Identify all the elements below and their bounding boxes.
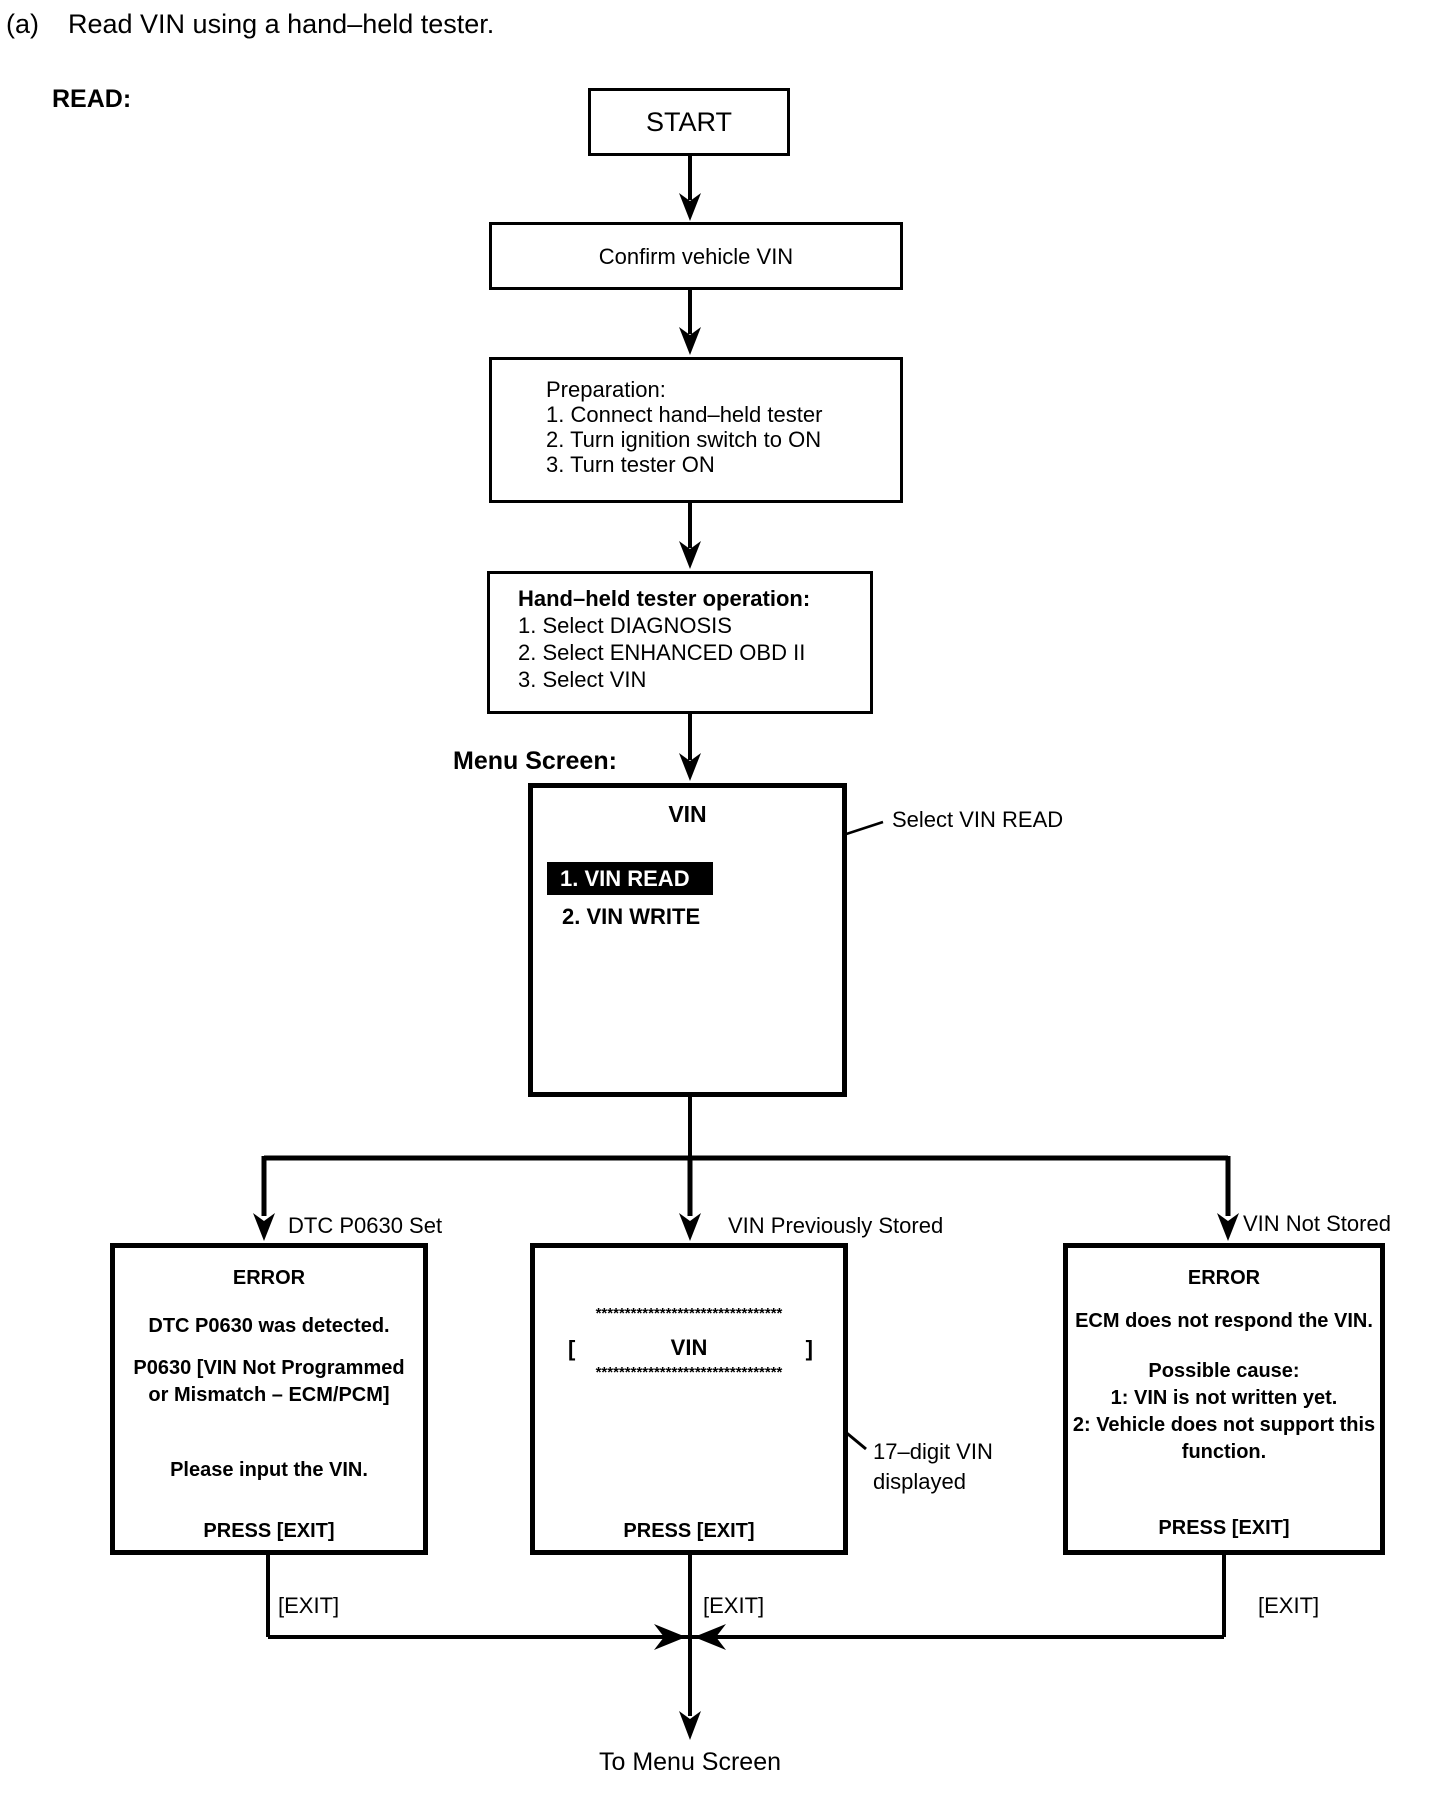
confirm-vin-label: Confirm vehicle VIN [598,243,794,269]
vin-not-stored-line-1: ECM does not respond the VIN. [1075,1310,1373,1332]
branch-right-head [1217,1213,1239,1241]
vin-stored-stars-bottom: ******************************** [595,1364,783,1381]
menu-screen-title: VIN [668,801,707,827]
tester-operation-step-2: 2. Select ENHANCED OBD II [518,640,806,665]
tester-operation-node: Hand–held tester operation: 1. Select DI… [487,571,873,714]
menu-screen-label: Menu Screen: [453,747,617,775]
tester-operation-heading: Hand–held tester operation: [518,586,811,611]
vin-not-stored-cause-2b: function. [1181,1441,1267,1463]
to-menu-screen-label: To Menu Screen [598,1748,782,1776]
confirm-vin-node: Confirm vehicle VIN [489,222,903,290]
arrow-to-menu-head [679,1711,701,1740]
exit-label-left: [EXIT] [278,1593,340,1618]
menu-item-vin-write: 2. VIN WRITE [562,904,701,929]
step-label: (a) [6,9,39,39]
dtc-error-title: ERROR [232,1267,306,1289]
vin-not-stored-cause-2a: 2: Vehicle does not support this [1072,1414,1376,1436]
exit-label-right: [EXIT] [1258,1593,1320,1618]
dtc-error-line-2: P0630 [VIN Not Programmed [133,1357,405,1379]
dtc-error-press-exit: PRESS [EXIT] [203,1520,335,1542]
branch-label-vin-stored: VIN Previously Stored [728,1213,944,1238]
vin-stored-press-exit: PRESS [EXIT] [623,1520,755,1542]
dtc-error-screen: ERROR DTC P0630 was detected. P0630 [VIN… [110,1243,428,1555]
preparation-node: Preparation: 1. Connect hand–held tester… [489,357,903,503]
vin-digits-callout-line-1: 17–digit VIN [873,1439,993,1464]
select-vin-read-callout: Select VIN READ [892,807,1064,832]
vin-not-stored-title: ERROR [1187,1267,1261,1289]
vin-digits-callout: 17–digit VIN displayed [873,1437,993,1497]
preparation-step-2: 2. Turn ignition switch to ON [546,427,822,452]
arrow-tester-menu-head [679,753,701,781]
branch-left-head [253,1213,275,1241]
vin-stored-vin-label: VIN [670,1335,708,1360]
vin-not-stored-cause-heading: Possible cause: [1148,1360,1300,1382]
tester-operation-step-3: 3. Select VIN [518,667,647,692]
branch-label-dtc-set: DTC P0630 Set [288,1213,443,1238]
preparation-step-3: 3. Turn tester ON [546,452,715,477]
vin-stored-bracket-close: ] [805,1336,813,1361]
arrow-prep-tester-head [679,541,701,569]
vin-stored-bracket-open: [ [568,1336,576,1361]
vin-stored-stars-top: ******************************** [595,1305,783,1322]
preparation-heading: Preparation: [546,377,666,402]
start-node-label: START [645,107,732,137]
read-section-label: READ: [52,85,132,113]
menu-item-vin-read-label: 1. VIN READ [560,865,690,891]
arrow-confirm-prep-head [679,327,701,355]
merge-dart-right [694,1624,726,1650]
branch-center-head [679,1213,701,1241]
branch-label-vin-not-stored: VIN Not Stored [1243,1211,1391,1236]
preparation-step-1: 1. Connect hand–held tester [546,402,823,427]
page-title: Read VIN using a hand–held tester. [68,9,495,39]
menu-item-vin-read: 1. VIN READ [547,862,713,895]
start-node: START [588,88,790,156]
merge-dart-left [654,1624,686,1650]
dtc-error-line-4: Please input the VIN. [170,1459,368,1481]
vin-not-stored-cause-1: 1: VIN is not written yet. [1110,1387,1338,1409]
dtc-error-line-1: DTC P0630 was detected. [148,1315,390,1337]
menu-screen-node: VIN 1. VIN READ 2. VIN WRITE [528,783,847,1097]
vin-not-stored-press-exit: PRESS [EXIT] [1158,1517,1290,1539]
arrow-start-confirm-head [679,193,701,221]
exit-label-center: [EXIT] [703,1593,765,1618]
vin-stored-screen: ******************************** [ VIN ]… [530,1243,848,1555]
vin-not-stored-screen: ERROR ECM does not respond the VIN. Poss… [1063,1243,1385,1555]
vin-digits-callout-line-2: displayed [873,1469,966,1494]
tester-operation-step-1: 1. Select DIAGNOSIS [518,613,732,638]
dtc-error-line-3: or Mismatch – ECM/PCM] [148,1384,390,1406]
